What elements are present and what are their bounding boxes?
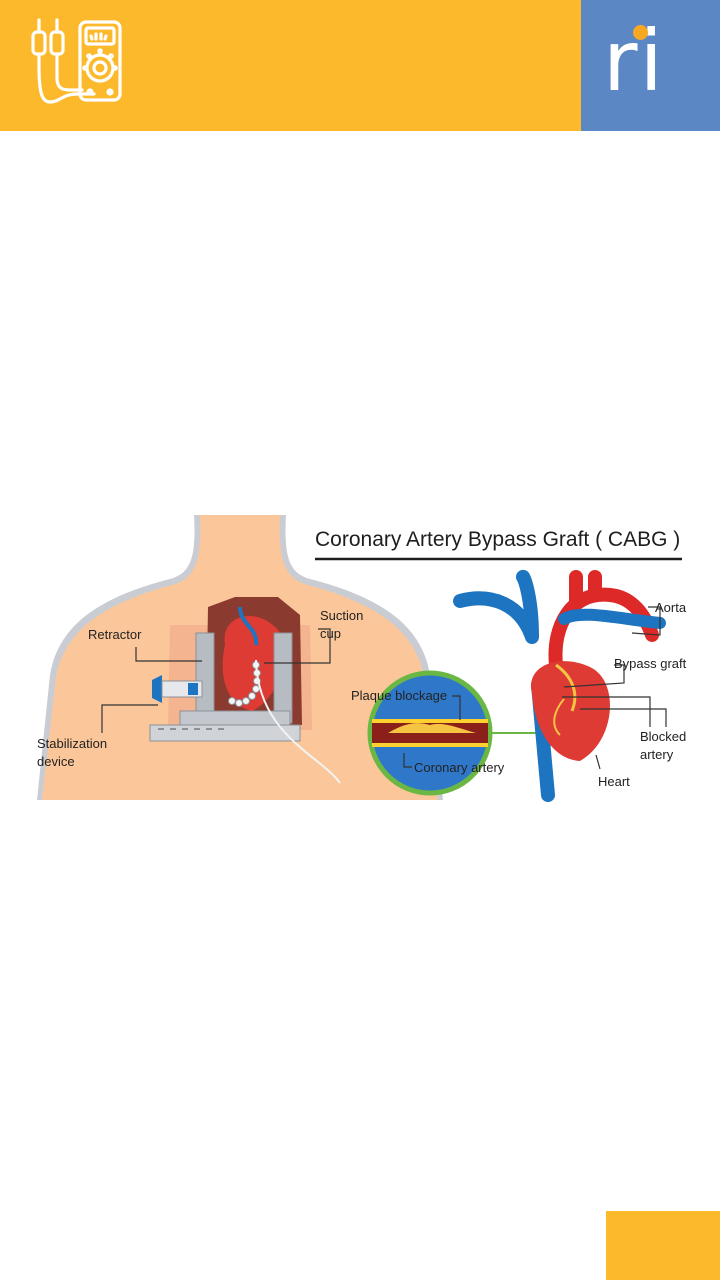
label-aorta: Aorta (655, 600, 687, 615)
label-heart: Heart (598, 774, 630, 789)
brand-logo-text: ri (603, 12, 665, 110)
label-plaque-blockage: Plaque blockage (351, 688, 447, 703)
retractor-bar (149, 724, 301, 742)
retractor-frame (195, 632, 215, 724)
stabilization-device (152, 675, 162, 703)
label-blocked-artery-line2: artery (640, 747, 674, 762)
label-blocked-artery-line1: Blocked (640, 729, 686, 744)
bypass-graft-vessel (555, 663, 577, 712)
brand-block[interactable]: ri (581, 0, 720, 131)
multimeter-icon[interactable] (28, 18, 124, 112)
brand-logo-dot (633, 25, 648, 40)
cabg-illustration: Suction cup Retractor Stabilization devi… (37, 515, 687, 802)
plaque-deposit (388, 723, 476, 733)
heart-illustration (531, 661, 611, 761)
label-stabilization-line2: device (37, 754, 75, 769)
label-retractor: Retractor (88, 627, 142, 642)
figure-title: Coronary Artery Bypass Graft ( CABG ) (315, 528, 680, 551)
label-suction-cup-line1: Suction (320, 608, 363, 623)
header-bar (0, 0, 581, 131)
label-coronary-artery: Coronary artery (414, 760, 505, 775)
label-bypass-graft: Bypass graft (614, 656, 687, 671)
label-suction-cup-line2: cup (320, 626, 341, 641)
corner-accent-block[interactable] (606, 1211, 720, 1280)
label-stabilization-line1: Stabilization (37, 736, 107, 751)
